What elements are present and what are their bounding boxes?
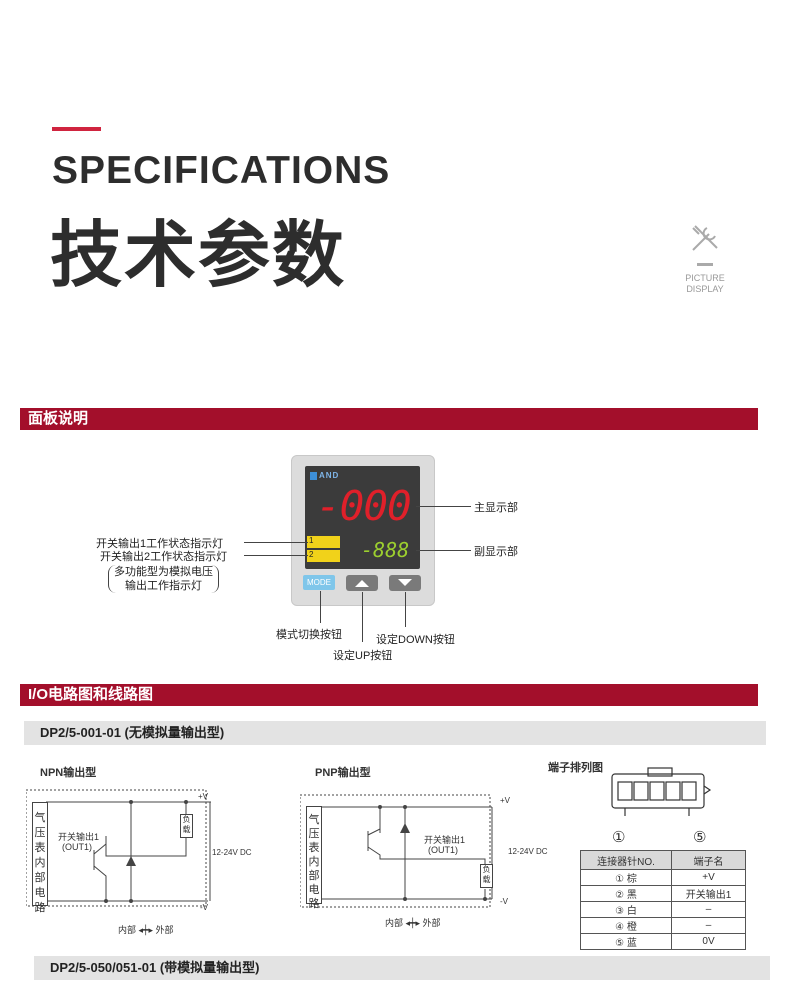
npn-minus-v: -V bbox=[200, 903, 208, 912]
picture-display-badge: PICTURE DISPLAY bbox=[676, 220, 734, 295]
model-bar-2: DP2/5-050/051-01 (带模拟量输出型) bbox=[34, 956, 770, 980]
arrow-both-icon: ◂┿▸ bbox=[405, 918, 420, 928]
pnp-title: PNP输出型 bbox=[315, 767, 371, 779]
npn-plus-v: +V bbox=[198, 792, 209, 801]
npn-out1-line1: 开关输出1 bbox=[58, 832, 100, 842]
indicator-1-label: 1 bbox=[309, 536, 314, 545]
label-out2-indicator: 开关输出2工作状态指示灯 bbox=[100, 551, 228, 563]
indicator-2: 2 bbox=[307, 550, 340, 562]
table-row: ① 棕+V bbox=[579, 869, 746, 886]
label-out1-indicator: 开关输出1工作状态指示灯 bbox=[96, 538, 224, 550]
pin-cell: 0V bbox=[671, 933, 746, 950]
pin-table-header-cell: 端子名 bbox=[671, 850, 746, 870]
label-note-line1: 多功能型为模拟电压 bbox=[114, 566, 213, 578]
pnp-minus-v: -V bbox=[500, 897, 508, 906]
connector-diagram bbox=[611, 767, 712, 816]
pin-cell: ① 棕 bbox=[579, 869, 673, 886]
npn-load: 负载 bbox=[180, 814, 193, 838]
mode-button[interactable]: MODE bbox=[303, 575, 335, 590]
npn-title: NPN输出型 bbox=[40, 767, 97, 779]
pnp-inside-outside: 内部 ◂┿▸ 外部 bbox=[385, 916, 441, 929]
down-button[interactable] bbox=[389, 575, 421, 591]
label-note-line2: 输出工作指示灯 bbox=[125, 580, 202, 592]
leader-up bbox=[362, 592, 363, 642]
pin-cell: ④ 橙 bbox=[579, 917, 673, 934]
label-note: 多功能型为模拟电压 输出工作指示灯 bbox=[108, 565, 219, 593]
title-en: SPECIFICATIONS bbox=[52, 149, 391, 192]
pin-table: 连接器针NO. 端子名 ① 棕+V ② 黑开关输出1 ③ 白– ④ 橙– ⑤ 蓝… bbox=[579, 850, 746, 950]
badge-line2: DISPLAY bbox=[686, 284, 724, 294]
label-up-button: 设定UP按钮 bbox=[333, 650, 393, 662]
leader-out1 bbox=[244, 542, 308, 543]
label-sub-display: 副显示部 bbox=[474, 546, 518, 558]
tools-icon bbox=[692, 225, 718, 251]
title-cn: 技术参数 bbox=[50, 216, 347, 296]
pin-cell: ⑤ 蓝 bbox=[579, 933, 673, 950]
pnp-outside: 外部 bbox=[422, 918, 441, 928]
leader-sub bbox=[416, 550, 471, 551]
label-down-button: 设定DOWN按钮 bbox=[376, 634, 455, 646]
pin-cell: – bbox=[671, 917, 746, 934]
leader-mode bbox=[320, 591, 321, 623]
pin-cell: ③ 白 bbox=[579, 901, 673, 918]
npn-voltage: 12-24V DC bbox=[212, 848, 252, 857]
pnp-out1-line1: 开关输出1 bbox=[424, 835, 466, 845]
pnp-circuit bbox=[300, 794, 493, 908]
pin-table-header: 连接器针NO. 端子名 bbox=[579, 850, 746, 870]
label-mode-button: 模式切换按钮 bbox=[276, 629, 342, 641]
pin-first-label: ① bbox=[612, 829, 626, 846]
npn-internal-box: 气压表内部电路 bbox=[32, 802, 48, 914]
section-bar-panel: 面板说明 bbox=[20, 408, 758, 430]
pin-last-label: ⑤ bbox=[693, 829, 707, 846]
pnp-voltage: 12-24V DC bbox=[508, 847, 548, 856]
sub-display: -888 bbox=[361, 538, 410, 562]
table-row: ④ 橙– bbox=[579, 917, 746, 934]
npn-inside: 内部 bbox=[118, 925, 137, 935]
terminal-title: 端子排列图 bbox=[548, 762, 603, 774]
pnp-plus-v: +V bbox=[500, 796, 511, 805]
table-row: ③ 白– bbox=[579, 901, 746, 918]
leader-out2 bbox=[244, 555, 308, 556]
up-button[interactable] bbox=[346, 575, 378, 591]
pnp-internal-box: 气压表内部电路 bbox=[306, 806, 322, 910]
main-display: -000 bbox=[316, 482, 412, 530]
pin-table-header-cell: 连接器针NO. bbox=[579, 850, 673, 870]
leader-down bbox=[405, 592, 406, 627]
pin-cell: 开关输出1 bbox=[671, 885, 746, 902]
brand-logo: AND bbox=[310, 471, 339, 480]
pin-cell: +V bbox=[671, 869, 746, 886]
label-main-display: 主显示部 bbox=[474, 502, 518, 514]
triangle-down-icon bbox=[398, 579, 412, 586]
npn-circuit bbox=[26, 789, 211, 907]
pin-cell: ② 黑 bbox=[579, 885, 673, 902]
arrow-both-icon: ◂┿▸ bbox=[138, 925, 153, 935]
model-bar-1: DP2/5-001-01 (无模拟量输出型) bbox=[24, 721, 766, 745]
badge-line1: PICTURE bbox=[685, 273, 725, 283]
triangle-up-icon bbox=[355, 580, 369, 587]
pnp-out1-line2: (OUT1) bbox=[428, 845, 458, 855]
npn-inside-outside: 内部 ◂┿▸ 外部 bbox=[118, 923, 174, 936]
table-row: ② 黑开关输出1 bbox=[579, 885, 746, 902]
pnp-load: 负载 bbox=[480, 864, 493, 888]
badge-dash bbox=[697, 263, 713, 266]
pnp-out1-label: 开关输出1 (OUT1) bbox=[424, 835, 465, 855]
npn-outside: 外部 bbox=[155, 925, 174, 935]
pnp-inside: 内部 bbox=[385, 918, 404, 928]
leader-main bbox=[416, 506, 471, 507]
npn-out1-label: 开关输出1 (OUT1) bbox=[58, 832, 99, 852]
section-bar-io: I/O电路图和线路图 bbox=[20, 684, 758, 706]
brand-name: AND bbox=[319, 471, 340, 480]
pin-cell: – bbox=[671, 901, 746, 918]
indicator-2-label: 2 bbox=[309, 550, 314, 559]
indicator-1: 1 bbox=[307, 536, 340, 548]
accent-line bbox=[52, 127, 101, 131]
npn-out1-line2: (OUT1) bbox=[62, 842, 92, 852]
brand-mark-icon bbox=[310, 471, 317, 480]
